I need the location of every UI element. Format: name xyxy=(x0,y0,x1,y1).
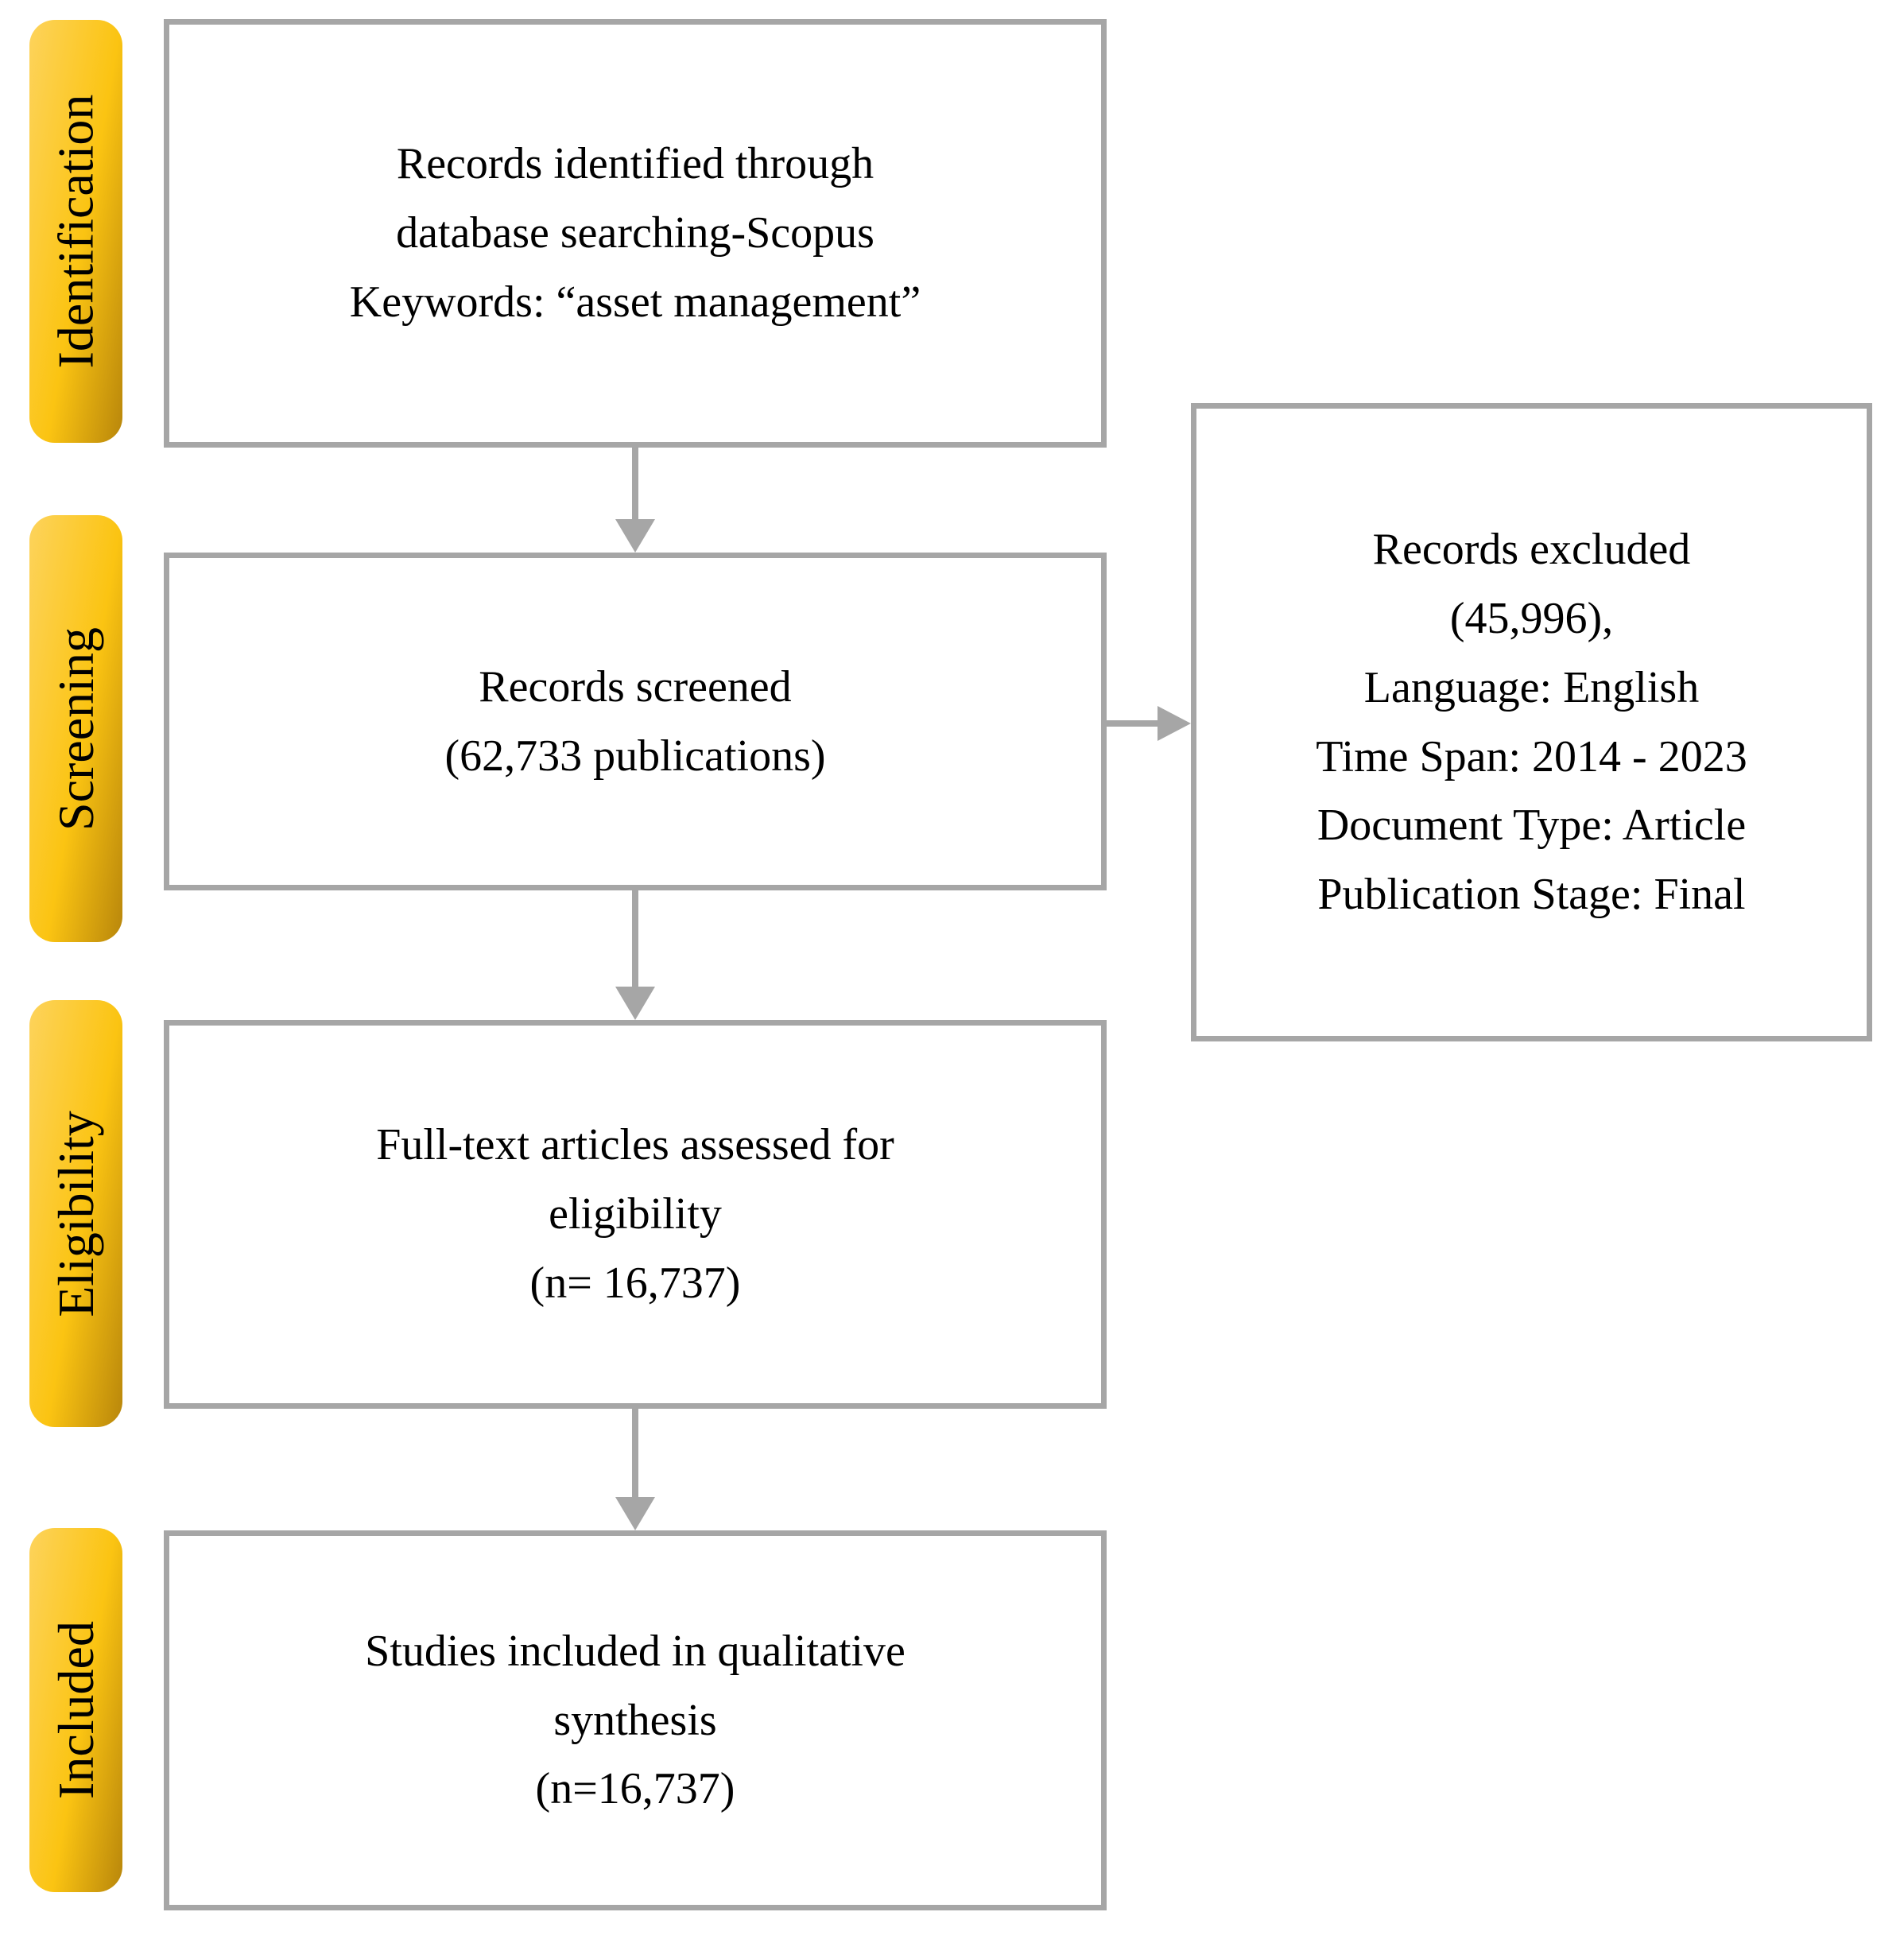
down-arrow-screening-to-eligibility-line xyxy=(632,890,638,991)
stage-label-screening: Screening xyxy=(47,626,104,831)
right-arrow-screening-to-excluded-head xyxy=(1158,706,1191,741)
stage-label-included: Included xyxy=(47,1621,104,1799)
box-records-screened-text: Records screened (62,733 publications) xyxy=(444,661,826,781)
stage-band-identification: Identification xyxy=(29,20,122,443)
box-records-excluded-text: Records excluded (45,996), Language: Eng… xyxy=(1316,525,1747,920)
stage-band-included: Included xyxy=(29,1528,122,1892)
box-fulltext-assessed-text: Full-text articles assessed for eligibil… xyxy=(376,1120,894,1308)
box-studies-included-text: Studies included in qualitative synthesi… xyxy=(365,1626,905,1814)
down-arrow-eligibility-to-included-head xyxy=(615,1497,655,1530)
box-records-excluded: Records excluded (45,996), Language: Eng… xyxy=(1191,403,1872,1041)
down-arrow-eligibility-to-included-line xyxy=(632,1409,638,1502)
down-arrow-screening-to-eligibility-head xyxy=(615,987,655,1020)
box-records-identified-text: Records identified through database sear… xyxy=(349,139,921,327)
stage-band-screening: Screening xyxy=(29,515,122,942)
stage-label-eligibility: Eligibility xyxy=(47,1110,104,1317)
stage-band-eligibility: Eligibility xyxy=(29,1000,122,1427)
stage-label-identification: Identification xyxy=(47,94,104,369)
down-arrow-identification-to-screening-head xyxy=(615,519,655,553)
right-arrow-screening-to-excluded-line xyxy=(1107,720,1161,727)
down-arrow-identification-to-screening-line xyxy=(632,448,638,524)
box-records-screened: Records screened (62,733 publications) xyxy=(164,553,1107,890)
box-fulltext-assessed: Full-text articles assessed for eligibil… xyxy=(164,1020,1107,1409)
box-studies-included: Studies included in qualitative synthesi… xyxy=(164,1530,1107,1910)
box-records-identified: Records identified through database sear… xyxy=(164,19,1107,448)
